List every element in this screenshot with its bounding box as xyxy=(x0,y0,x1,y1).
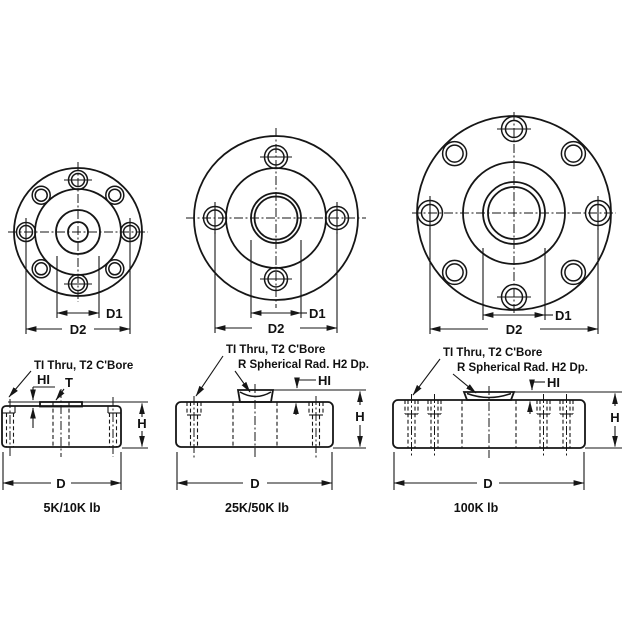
centerlines xyxy=(412,112,616,314)
dim-label-h1: HI xyxy=(37,372,50,387)
top-view-100k: D1 D2 xyxy=(412,112,616,337)
dim-d1: D1 xyxy=(250,240,326,321)
leader-spherical: R Spherical Rad. H2 Dp. xyxy=(234,359,369,393)
capacity-label-5k10k: 5K/10K lb xyxy=(44,501,101,515)
top-view-25k50k: D1 D2 xyxy=(186,128,366,336)
dim-label-d1: D1 xyxy=(106,306,123,321)
leader-spherical: R Spherical Rad. H2 Dp. xyxy=(452,362,588,394)
hidden-lines xyxy=(2,389,121,457)
side-view-5k10k: TI Thru, T2 C'Bore HI T H D 5K/10K lb xyxy=(1,360,148,515)
dim-label-t: T xyxy=(65,375,73,390)
dim-label-h1: HI xyxy=(547,375,560,390)
bolt-holes xyxy=(416,115,612,311)
dim-label-h: H xyxy=(137,416,146,431)
dim-label-d: D xyxy=(483,476,492,491)
bolt-holes xyxy=(202,144,350,292)
dim-label-d1: D1 xyxy=(555,308,572,323)
annotation-spherical: R Spherical Rad. H2 Dp. xyxy=(238,359,369,371)
dim-d2: D2 xyxy=(429,228,599,337)
dim-label-d: D xyxy=(250,476,259,491)
dim-d2: D2 xyxy=(25,246,131,337)
dim-label-h1: HI xyxy=(318,373,331,388)
top-view-5k10k: D1 D2 xyxy=(8,162,148,337)
dim-h: H xyxy=(355,390,365,448)
annotation-thru-cbore: TI Thru, T2 C'Bore xyxy=(226,344,325,356)
dim-d: D xyxy=(2,452,122,491)
dim-label-d2: D2 xyxy=(506,322,523,337)
annotation-thru-cbore: TI Thru, T2 C'Bore xyxy=(34,360,133,372)
hidden-lines xyxy=(404,386,574,458)
dim-label-d2: D2 xyxy=(70,322,87,337)
side-view-100k: TI Thru, T2 C'Bore R Spherical Rad. H2 D… xyxy=(392,347,622,515)
centerlines xyxy=(186,128,366,308)
leader-thru-cbore: TI Thru, T2 C'Bore xyxy=(195,344,325,397)
dim-h: H xyxy=(610,392,620,448)
leader-thru-cbore: TI Thru, T2 C'Bore xyxy=(412,347,542,396)
dim-d: D xyxy=(176,452,333,491)
bolt-holes xyxy=(15,169,141,295)
annotation-thru-cbore: TI Thru, T2 C'Bore xyxy=(443,347,542,359)
reference-lines xyxy=(8,401,148,449)
capacity-label-25k50k: 25K/50K lb xyxy=(225,501,289,515)
center-bore-inner xyxy=(253,195,299,241)
side-view-25k50k: TI Thru, T2 C'Bore R Spherical Rad. H2 D… xyxy=(175,344,369,515)
dim-d1: D1 xyxy=(482,248,572,323)
reference-lines xyxy=(273,389,366,449)
dim-label-d2: D2 xyxy=(268,321,285,336)
dim-d1: D1 xyxy=(56,256,123,321)
button-outline xyxy=(236,389,275,403)
dim-h: H xyxy=(137,402,147,448)
dim-label-d: D xyxy=(56,476,65,491)
dim-h1: HI xyxy=(293,373,331,415)
dim-label-d1: D1 xyxy=(309,306,326,321)
dim-t: T xyxy=(55,375,73,401)
leader-thru-cbore: TI Thru, T2 C'Bore xyxy=(8,360,133,398)
dim-h1: HI xyxy=(527,375,560,414)
dim-h1: HI xyxy=(30,372,55,428)
dim-label-h: H xyxy=(355,409,364,424)
dim-label-h: H xyxy=(610,410,619,425)
centerlines xyxy=(8,162,148,302)
dim-d2: D2 xyxy=(214,232,338,336)
annotation-spherical: R Spherical Rad. H2 Dp. xyxy=(457,362,588,374)
hidden-lines xyxy=(186,384,324,458)
button-outline xyxy=(462,391,516,401)
reference-lines xyxy=(514,391,622,449)
dim-d: D xyxy=(393,452,585,491)
capacity-label-100k: 100K lb xyxy=(454,501,499,515)
